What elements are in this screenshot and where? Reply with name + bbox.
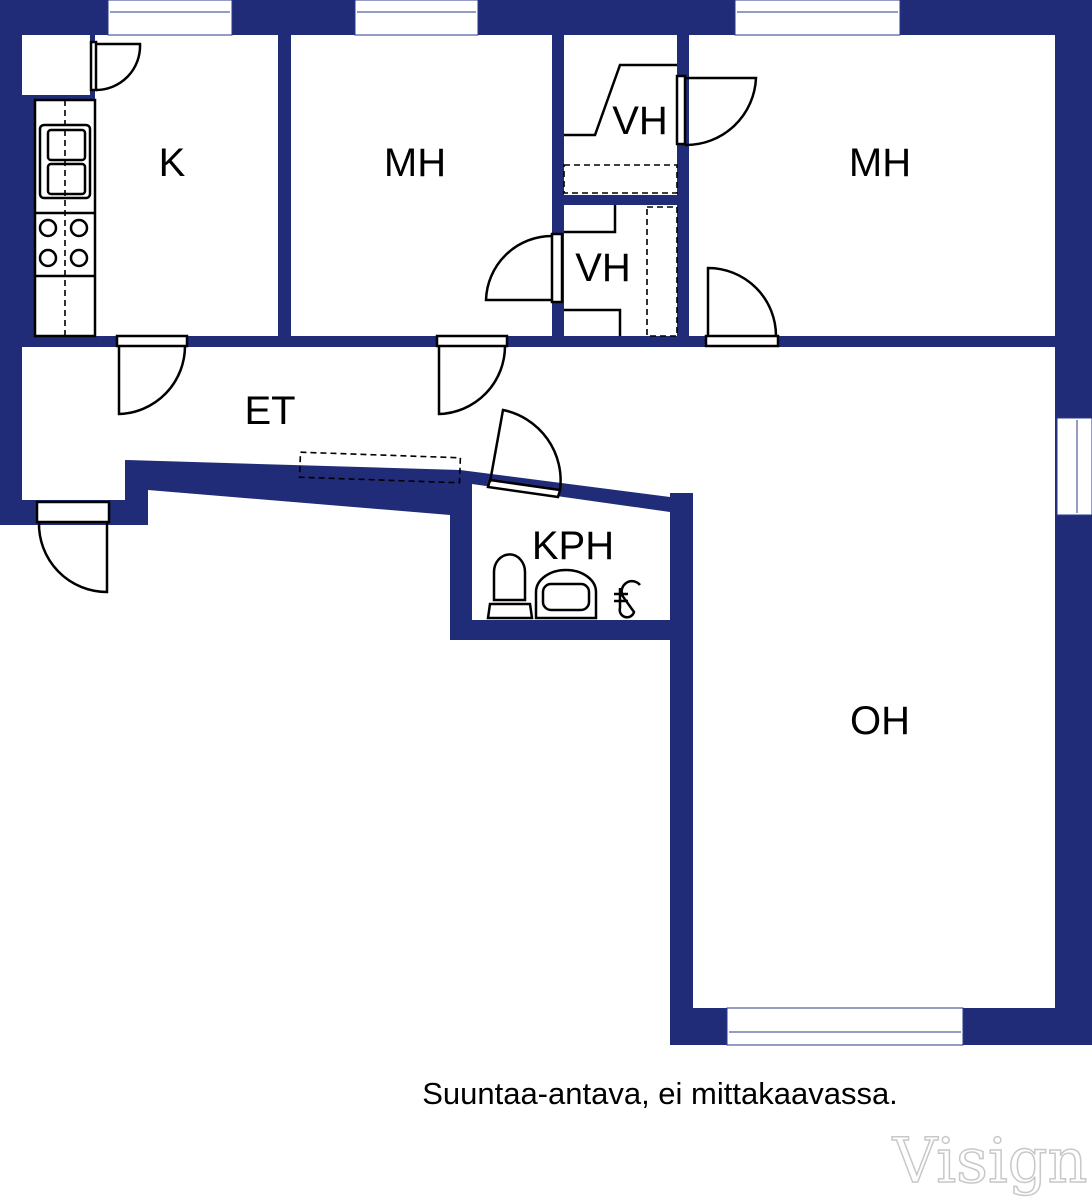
room-label-kitchen: K	[159, 141, 186, 185]
room-interiors	[22, 35, 1055, 1008]
bathroom-fixtures	[486, 553, 641, 620]
stove-icon	[38, 218, 89, 268]
room-label-closet-1: VH	[612, 99, 668, 143]
room-label-living-room: OH	[850, 699, 910, 743]
doors	[35, 40, 780, 594]
room-label-bedroom-1: MH	[384, 141, 446, 185]
room-label-bathroom: KPH	[532, 524, 614, 568]
kitchen-counter	[33, 98, 97, 338]
watermark-logo: Visign	[892, 1124, 1088, 1197]
windows	[107, 0, 1092, 1046]
washbasin-icon	[534, 568, 598, 620]
room-label-closet-2: VH	[575, 246, 631, 290]
closet-fixtures	[298, 63, 678, 484]
sink-icon	[38, 123, 92, 200]
room-label-bedroom-2: MH	[849, 141, 911, 185]
disclaimer-caption: Suuntaa-antava, ei mittakaavassa.	[422, 1076, 898, 1111]
toilet-icon	[486, 553, 534, 620]
shower-icon	[614, 579, 641, 619]
room-label-hallway: ET	[244, 389, 295, 433]
